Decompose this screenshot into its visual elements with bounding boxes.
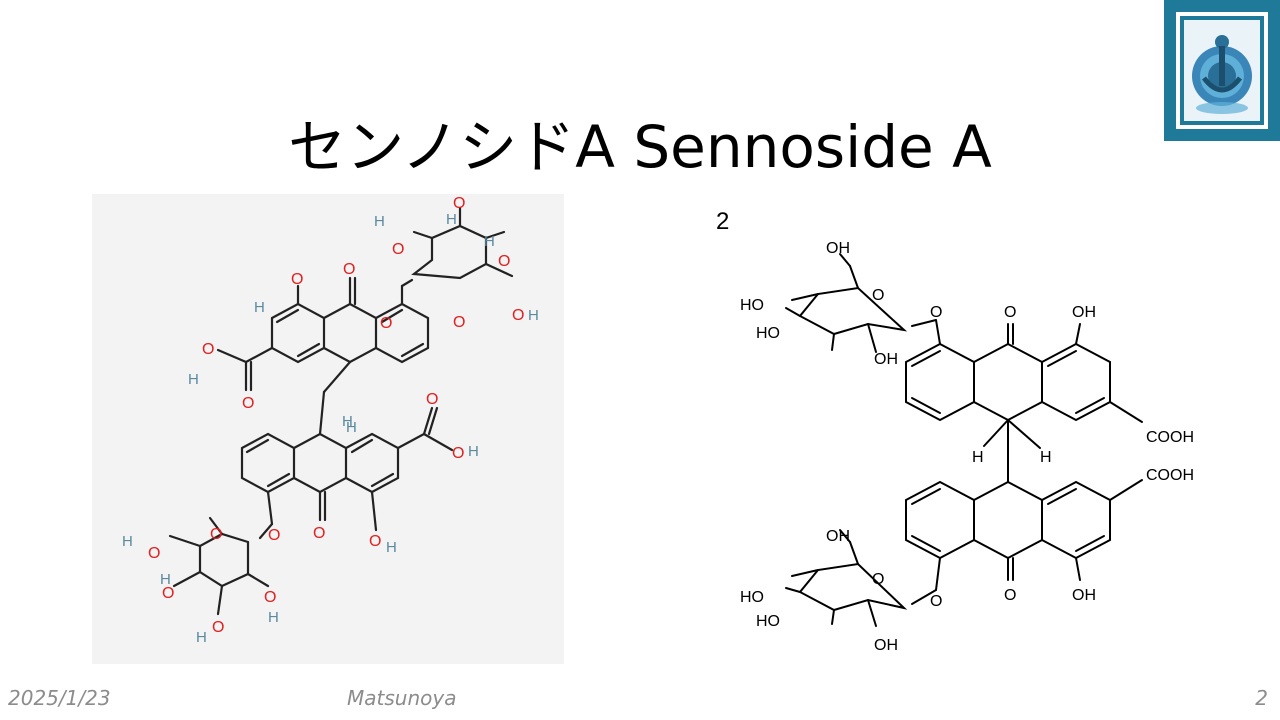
upper-ho-b-label: HO [756,325,780,342]
lower-ho-b-label: HO [756,613,780,630]
lower-ho-a-label: HO [740,589,764,606]
lower-carbonyl-oxygen: O [313,525,325,542]
upper-sugar-oxygen-b: O [453,195,465,212]
sennoside-structure-2d: O O O O O O O O O O O O O O O O O O O O … [122,195,539,646]
upper-ring-oxygen: O [453,314,465,331]
upper-carbonyl-oxygen: O [343,261,355,278]
upper-sugar-h-b: H [446,211,457,228]
lower-sugar-h-b: H [160,571,171,588]
glycosidic-oxygen-upper: O [380,315,392,332]
sennoside-structure-skeletal: OH O HO HO OH O O OH COOH H H COOH OH O … [740,240,1194,654]
lower-ch2oh-label: OH [826,528,850,545]
slide-title: センノシドA Sennoside A [288,113,992,181]
lower-sugar-oxygen-b: O [162,585,174,602]
lower-sugar-h-c: H [196,629,207,646]
footer-date: 2025/1/23 [8,686,111,710]
lower-sugar-oxygen-a: O [148,545,160,562]
upper-hydroxyl-oxygen: O [291,271,303,288]
lower-oh-c-label: OH [874,637,898,654]
glycosidic-oxygen-lower: O [268,527,280,544]
upper-acid-carbonyl-oxygen: O [242,395,254,412]
upper-hydroxyl-h: H [254,299,265,316]
lower-carbonyl-o-label: O [1004,587,1016,604]
footer-page-number: 2 [1255,686,1268,710]
anchor-logo [1164,0,1280,141]
anchor-emblem-icon [1192,35,1252,114]
upper-acid-oxygen: O [202,341,214,358]
lower-cooh-label: COOH [1146,467,1194,484]
lower-hydroxyl-oxygen: O [369,533,381,550]
upper-ho-a-label: HO [740,297,764,314]
sennoside-structure-2d-panel: O O O O O O O O O O O O O O O O O O O O … [92,194,564,664]
upper-ring-o-label: O [872,287,884,304]
lower-ring-oxygen: O [210,526,222,543]
structure-number: 2 [716,208,730,235]
stereo-h-right-label: H [1040,449,1052,466]
stereo-h-left-label: H [972,449,984,466]
lower-acid-oxygen: O [452,445,464,462]
upper-oh-c-label: OH [874,351,898,368]
upper-carbonyl-o-label: O [1004,304,1016,321]
lower-hydroxyl-h: H [386,539,397,556]
lower-sugar-oxygen-d: O [264,589,276,606]
upper-acid-h: H [188,371,199,388]
upper-oh-label: OH [1072,304,1096,321]
upper-ch2oh-label: OH [826,240,850,257]
upper-glycosidic-o-label: O [930,304,942,321]
upper-sugar-h-a: H [374,213,385,230]
lower-sugar-h-a: H [122,533,133,550]
sennoside-structure-skeletal-panel: 2 [700,196,1220,666]
upper-sugar-oxygen-c: O [498,253,510,270]
lower-acid-h: H [468,443,479,460]
upper-sugar-h-d: H [528,307,539,324]
lower-glycosidic-o-label: O [930,593,942,610]
lower-oh-label: OH [1072,587,1096,604]
stereo-h-right: H [346,419,357,436]
upper-cooh-label: COOH [1146,429,1194,446]
lower-sugar-h-d: H [268,609,279,626]
upper-sugar-oxygen-d: O [512,307,524,324]
lower-ring-o-label: O [872,571,884,588]
lower-sugar-oxygen-c: O [212,619,224,636]
footer-author: Matsunoya [347,686,457,710]
upper-sugar-h-c: H [484,233,495,250]
lower-acid-carbonyl-oxygen: O [426,391,438,408]
upper-sugar-oxygen-a: O [392,241,404,258]
stereo-h-left: H [342,413,353,430]
